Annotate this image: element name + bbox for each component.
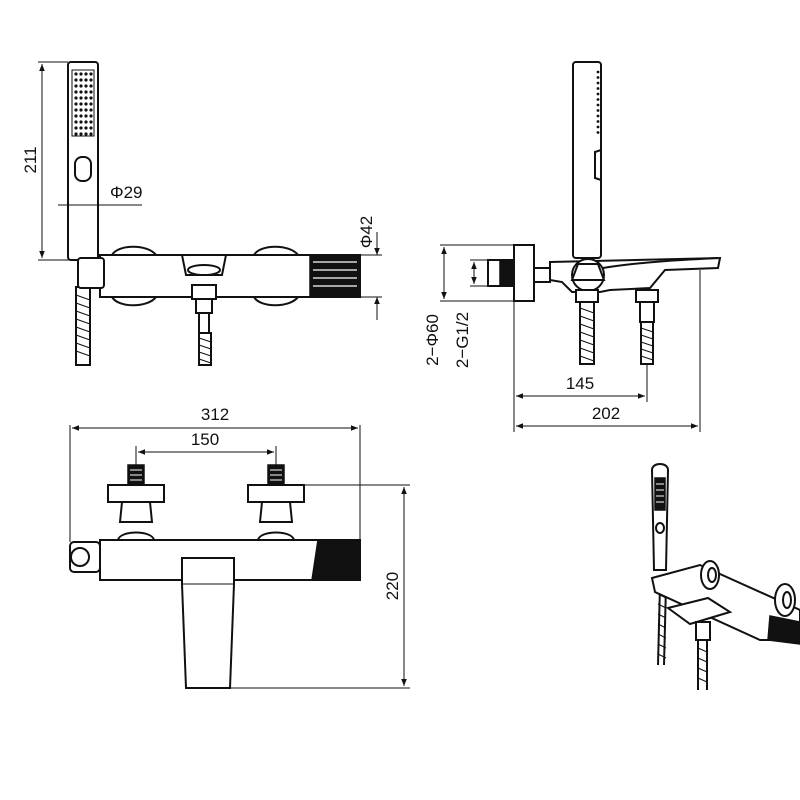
wall-flange — [513, 244, 535, 302]
dim-phi42-label: Φ42 — [357, 216, 376, 248]
dim-phi42: Φ42 — [357, 216, 382, 320]
dim-211: 211 — [21, 61, 78, 261]
dim-220: 220 — [230, 484, 410, 689]
persp-hose-left — [657, 584, 667, 666]
dim-145: 145 — [513, 301, 648, 432]
dim-211-label: 211 — [21, 146, 40, 173]
hose-left — [75, 286, 91, 366]
dim-phi29-label: Φ29 — [110, 183, 142, 202]
dim-150-label: 150 — [191, 430, 219, 449]
spray-nozzles — [71, 69, 95, 137]
handle-left — [107, 464, 165, 541]
dim-202: 202 — [516, 270, 701, 432]
perspective-view — [650, 463, 800, 690]
persp-hose-center — [697, 640, 708, 690]
shower-button — [74, 156, 92, 182]
dim-220-label: 220 — [383, 572, 402, 600]
side-hand-shower — [572, 61, 602, 259]
side-view: 2−Φ60 2−G1/2 145 202 — [423, 61, 722, 432]
dim-312-label: 312 — [201, 405, 229, 424]
handle-right — [247, 464, 305, 541]
dim-202-label: 202 — [592, 404, 620, 423]
dim-145-label: 145 — [566, 374, 594, 393]
front-view-top: 211 Φ29 Φ42 — [21, 61, 382, 366]
dim-thread: 2−G1/2 — [453, 259, 488, 368]
persp-knob — [767, 615, 800, 645]
hose-center — [198, 332, 212, 366]
top-spout — [181, 557, 235, 689]
dim-phi60: 2−Φ60 — [423, 244, 514, 366]
top-view: 312 150 220 — [69, 405, 410, 689]
persp-body — [650, 563, 800, 641]
top-knob — [311, 539, 361, 581]
dim-150: 150 — [135, 430, 277, 465]
dim-phi60-label: 2−Φ60 — [423, 314, 442, 366]
dim-phi29: Φ29 — [58, 183, 142, 212]
side-hose-left — [579, 301, 595, 365]
dim-312: 312 — [69, 405, 361, 542]
dim-thread-label: 2−G1/2 — [453, 312, 472, 368]
side-hose-right — [640, 321, 654, 365]
thermostat-knob — [309, 254, 361, 298]
